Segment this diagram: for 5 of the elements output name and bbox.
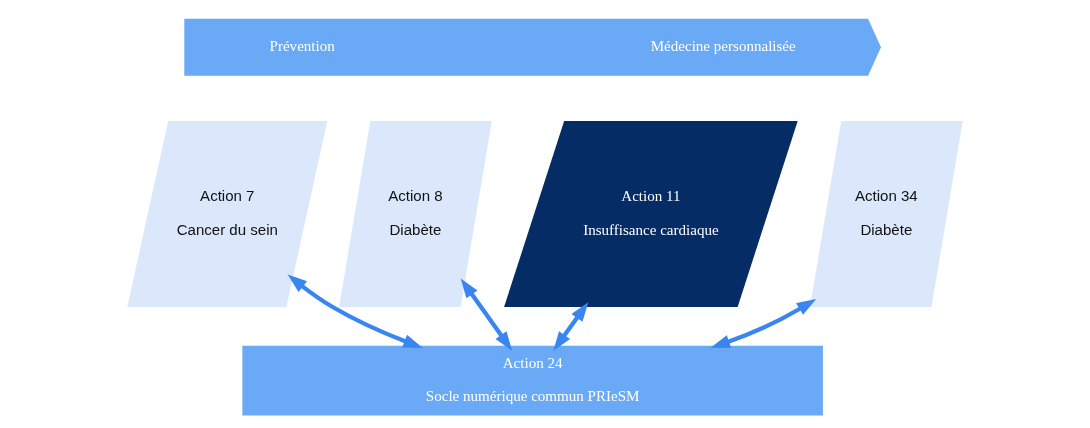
arrow	[553, 302, 589, 351]
arrow	[710, 299, 817, 348]
node-box: Action 24 Socle numérique commun PRIeSM	[242, 345, 823, 416]
arrow	[287, 274, 423, 348]
arrow	[460, 278, 513, 351]
